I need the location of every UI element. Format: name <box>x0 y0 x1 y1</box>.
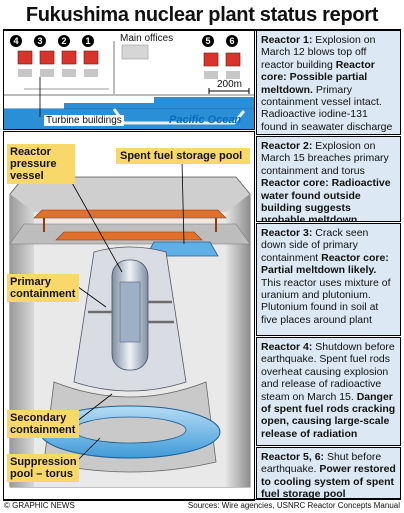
footer-divider <box>3 499 401 500</box>
reactor-3-badge: 3 <box>34 35 46 47</box>
credit-text: © GRAPHIC NEWS <box>4 501 75 510</box>
reactor-3-core-status: Reactor core: Partial meltdown likely. <box>261 251 389 277</box>
reactor-2-panel: Reactor 2: Explosion on March 15 breache… <box>256 136 401 222</box>
reactor-cutaway-diagram: Reactor pressure vessel Spent fuel stora… <box>3 131 255 501</box>
reactor-3-panel: Reactor 3: Crack seen down side of prima… <box>256 223 401 336</box>
spent-fuel-storage-pool-label: Spent fuel storage pool <box>116 148 250 164</box>
reactor-1-badge: 1 <box>82 35 94 47</box>
reactor-5-badge: 5 <box>202 35 214 47</box>
reactor-5-6-heading: Reactor 5, 6: <box>261 451 325 463</box>
overhead-crane <box>33 209 227 241</box>
reactor-4-heading: Reactor 4: <box>261 341 313 353</box>
reactor-1-heading: Reactor 1: <box>261 34 313 46</box>
reactor-5-6-core-status: Power restored to cooling system of spen… <box>261 463 396 499</box>
reactor-cutaway-drawing <box>9 161 251 488</box>
reactor-3-event: Crack seen down side of primary containm… <box>261 227 369 264</box>
reactor-pressure-vessel-label: Reactor pressure vessel <box>7 144 75 184</box>
primary-containment-label: Primary containment <box>7 274 79 302</box>
reactor-2-event: Explosion on March 15 breaches primary c… <box>261 140 389 177</box>
reactor-2-heading: Reactor 2: <box>261 140 313 152</box>
reactor-5-6-panel: Reactor 5, 6: Shut before earthquake. Po… <box>256 447 401 499</box>
site-map: 4 3 2 1 5 6 Main offices Turbine buildin… <box>3 30 255 130</box>
reactor-5-6-event: Shut before earthquake. <box>261 451 382 476</box>
reactor-3-details: This reactor uses mixture of uranium and… <box>261 276 391 326</box>
scale-label: 200m <box>217 79 243 90</box>
pacific-ocean-label: Pacific Ocean <box>169 114 242 126</box>
reactor-1-details: Primary containment vessel intact. Radio… <box>261 83 393 133</box>
reactor-3-heading: Reactor 3: <box>261 227 313 239</box>
reactor-4-core-status: Danger of spent fuel rods cracking open,… <box>261 390 396 440</box>
reactor-block-right <box>203 52 241 79</box>
main-offices-label: Main offices <box>120 33 174 44</box>
page-title: Fukushima nuclear plant status report <box>25 4 379 26</box>
reactor-1-event: Explosion on March 12 blows top off reac… <box>261 34 376 71</box>
reactor-4-badge: 4 <box>10 35 22 47</box>
reactor-1-panel: Reactor 1: Explosion on March 12 blows t… <box>256 30 401 135</box>
suppression-pool-label: Suppression pool – torus <box>7 454 79 482</box>
reactor-block-left <box>17 50 99 77</box>
reactor-4-panel: Reactor 4: Shutdown before earthquake. S… <box>256 337 401 446</box>
reactor-1-core-status: Reactor core: Possible partial meltdown. <box>261 58 375 96</box>
reactor-4-event: Shutdown before earthquake. Spent fuel r… <box>261 341 395 403</box>
reactor-2-core-status: Reactor core: Radioactive water found ou… <box>261 177 391 222</box>
turbine-buildings-label: Turbine buildings <box>44 115 124 126</box>
reactor-6-badge: 6 <box>226 35 238 47</box>
sources-text: Sources: Wire agencies, USNRC Reactor Co… <box>187 501 400 510</box>
reactor-2-badge: 2 <box>58 35 70 47</box>
secondary-containment-label: Secondary containment <box>7 410 79 438</box>
